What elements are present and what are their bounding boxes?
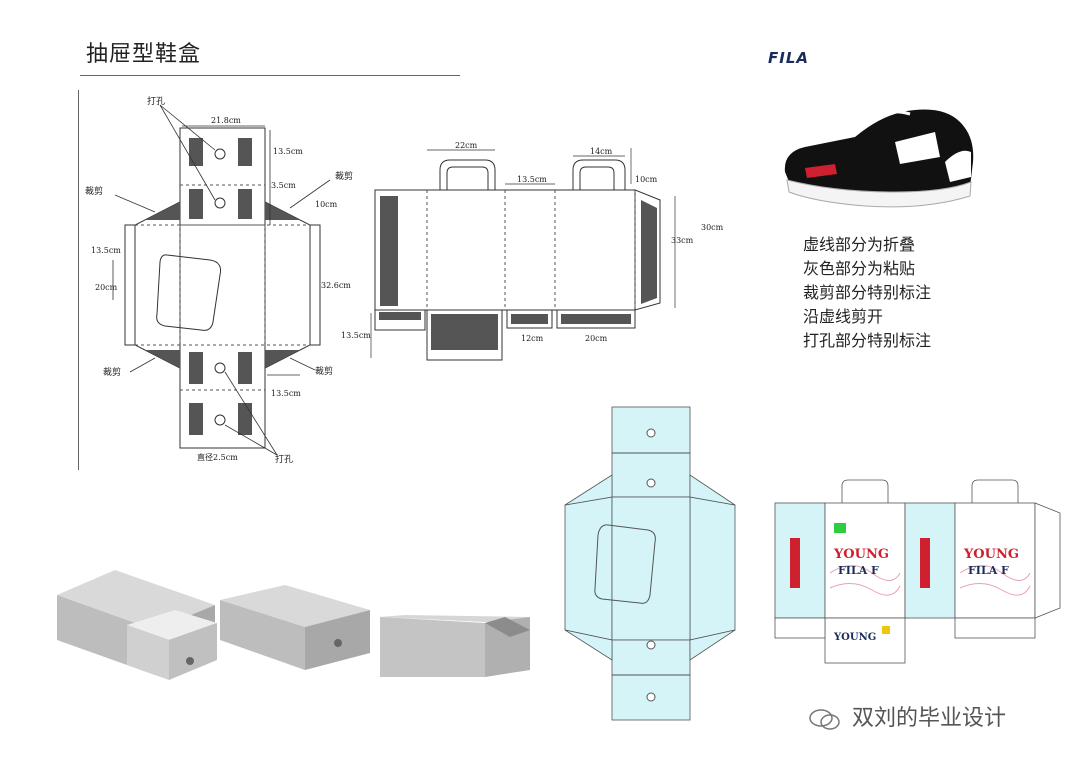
punch-hole	[214, 197, 226, 209]
dim-height-panel: 13.5cm	[273, 147, 303, 156]
dieline-window	[156, 254, 221, 331]
drawer-box-dieline: 打孔 裁剪 裁剪 裁剪 裁剪 打孔 21.8cm 13.5cm 3.5cm 10…	[85, 95, 353, 465]
dim-gap: 3.5cm	[271, 181, 296, 190]
box-renderings	[57, 570, 530, 680]
dieline-center-column	[179, 127, 266, 449]
bag-brand-text: YOUNG	[833, 632, 876, 643]
dim-center: 13.5cm	[517, 175, 547, 184]
note-item: 沿虚线剪开	[803, 307, 884, 326]
dieline-right-panel	[264, 201, 311, 369]
bag-brand-text: FILA F	[968, 564, 1009, 577]
dieline-left-panel	[134, 201, 181, 369]
note-item: 灰色部分为粘贴	[803, 259, 916, 278]
note-item: 打孔部分特别标注	[803, 331, 932, 350]
dim-bottom-panel: 13.5cm	[271, 389, 301, 398]
dim-handle-left: 22cm	[455, 141, 478, 150]
label-punch-bottom: 打孔	[275, 453, 293, 465]
label-cut-bottom-right: 裁剪	[315, 365, 333, 377]
wechat-icon	[809, 709, 840, 730]
page-title: 抽屉型鞋盒	[86, 42, 202, 67]
dim-handle-right: 14cm	[590, 147, 613, 156]
label-cut-bottom-left: 裁剪	[103, 366, 121, 378]
dim-bottom-mid: 12cm	[521, 334, 544, 343]
dim-flap: 10cm	[315, 200, 338, 209]
dim-handle-height: 10cm	[635, 175, 658, 184]
dim-bottom-right: 20cm	[585, 334, 608, 343]
unfolded-box-print	[564, 406, 736, 721]
dim-window: 20cm	[95, 283, 118, 292]
dim-diameter: 直径2.5cm	[197, 452, 238, 462]
dim-height-total: 30cm	[701, 223, 724, 232]
dim-height-panel: 33cm	[671, 236, 694, 245]
punch-hole	[214, 148, 226, 160]
label-punch-top: 打孔	[147, 95, 165, 107]
label-cut-top-left: 裁剪	[85, 185, 103, 197]
dim-width: 21.8cm	[211, 116, 241, 125]
printed-bag-dieline: YOUNG FILA F YOUNG FILA F YOUNG	[774, 479, 1061, 664]
bag-brand-text: YOUNG	[833, 547, 889, 562]
left-divider	[78, 90, 79, 470]
bag-dieline: 22cm 13.5cm 14cm 10cm 30cm 33cm 13.5cm 1…	[341, 141, 724, 361]
bag-brand-text: YOUNG	[963, 547, 1019, 562]
fila-logo: FILA	[768, 49, 809, 67]
label-cut-top-right: 裁剪	[335, 170, 353, 182]
note-item: 裁剪部分特别标注	[803, 283, 932, 302]
title-divider	[80, 75, 460, 76]
punch-hole	[214, 362, 226, 374]
punch-hole	[214, 414, 226, 426]
watermark: 双刘的毕业设计	[808, 700, 1006, 732]
sneaker-image	[784, 109, 974, 208]
dim-left-height: 13.5cm	[91, 246, 121, 255]
dim-total-height: 32.6cm	[321, 281, 351, 290]
notes-list: 虚线部分为折叠 灰色部分为粘贴 裁剪部分特别标注 沿虚线剪开 打孔部分特别标注	[803, 233, 931, 353]
bag-brand-text: FILA F	[838, 564, 879, 577]
note-item: 虚线部分为折叠	[803, 235, 916, 254]
dim-bottom-left: 13.5cm	[341, 331, 371, 340]
